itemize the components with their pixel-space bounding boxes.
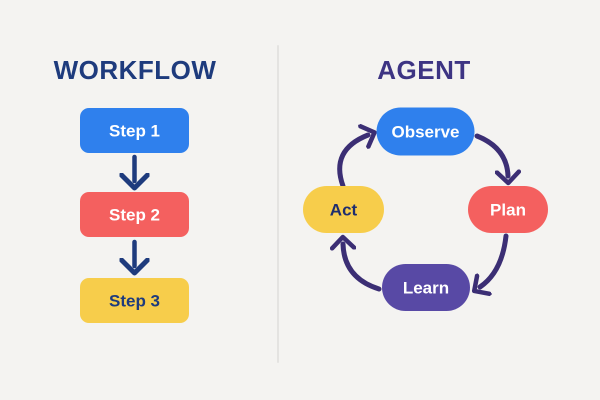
act-label: Act: [330, 201, 358, 220]
agent-title: AGENT: [377, 55, 471, 85]
step2-box: [80, 192, 189, 237]
arrow-plan-to-learn: [480, 233, 509, 287]
agent-node-plan: Plan: [468, 186, 548, 233]
observe-label: Observe: [391, 123, 459, 142]
step1-label: Step 1: [109, 122, 160, 141]
arrow-act-to-observe: [337, 135, 368, 189]
step2-label: Step 2: [109, 206, 160, 225]
workflow-step-1: Step 1: [80, 108, 189, 153]
step3-label: Step 3: [109, 292, 160, 311]
plan-pill: [468, 186, 548, 233]
arrow-observe-to-plan: [474, 133, 508, 176]
workflow-step-3: Step 3: [80, 278, 189, 323]
panel-divider: [277, 45, 279, 363]
agent-node-learn: Learn: [382, 264, 470, 311]
arrow-learn-to-act: [343, 244, 382, 292]
observe-pill: [376, 107, 475, 156]
step3-box: [80, 278, 189, 323]
step1-box: [80, 108, 189, 153]
act-pill: [303, 186, 384, 233]
agent-node-observe: Observe: [376, 107, 475, 156]
plan-label: Plan: [490, 201, 526, 220]
agent-node-act: Act: [303, 186, 384, 233]
workflow-title: WORKFLOW: [54, 55, 217, 85]
learn-label: Learn: [403, 279, 449, 298]
workflow-step-2: Step 2: [80, 192, 189, 237]
learn-pill: [382, 264, 470, 311]
